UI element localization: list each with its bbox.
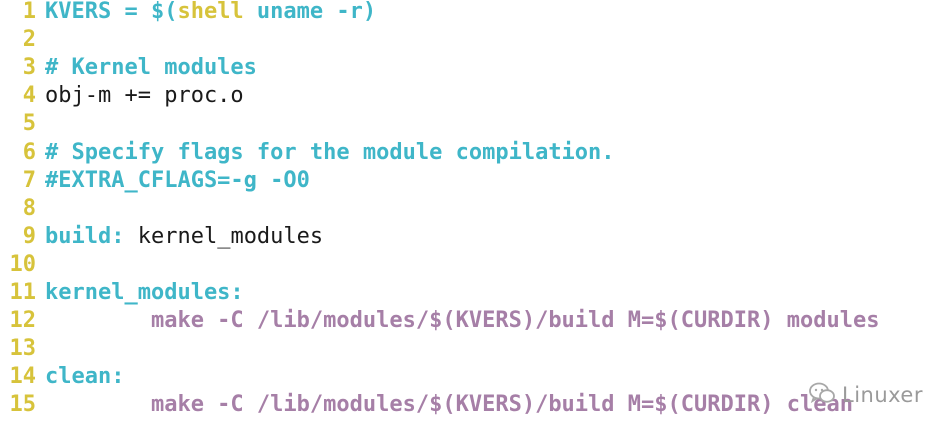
code-token: uname -r) xyxy=(243,0,377,24)
line-number: 8 xyxy=(22,195,36,221)
code-token: kernel_modules xyxy=(124,223,324,249)
code-text: #EXTRA_CFLAGS=-g -O0 xyxy=(45,168,310,193)
line-number: 1 xyxy=(22,0,36,24)
code-line[interactable]: 6 # Specify flags for the module compilat… xyxy=(0,139,615,167)
code-line[interactable]: 8 xyxy=(0,195,45,223)
code-text: kernel_modules: xyxy=(45,280,244,305)
code-line[interactable]: 2 xyxy=(0,26,45,54)
code-token: shell xyxy=(177,0,244,24)
code-text: KVERS = $(shell uname -r) xyxy=(45,0,376,24)
line-number: 9 xyxy=(22,223,36,249)
line-number: 10 xyxy=(9,251,37,277)
line-number: 6 xyxy=(22,139,36,165)
code-line[interactable]: 7 #EXTRA_CFLAGS=-g -O0 xyxy=(0,167,310,195)
code-line[interactable]: 9 build: kernel_modules xyxy=(0,223,323,251)
line-number: 4 xyxy=(22,83,36,109)
watermark-text: Linuxer xyxy=(842,383,923,407)
code-text: # Kernel modules xyxy=(45,55,257,80)
line-number: 13 xyxy=(9,336,37,362)
code-token: KVERS = $( xyxy=(45,0,178,24)
code-line[interactable]: 11 kernel_modules: xyxy=(0,279,244,307)
code-line[interactable]: 1 KVERS = $(shell uname -r) xyxy=(0,0,376,26)
code-text: clean: xyxy=(45,364,124,389)
code-token: #EXTRA_CFLAGS=-g -O0 xyxy=(45,167,310,193)
code-token: obj-m += proc.o xyxy=(45,83,244,109)
code-line[interactable]: 4 obj-m += proc.o xyxy=(0,82,244,110)
wechat-icon xyxy=(808,381,836,409)
code-line[interactable]: 10 xyxy=(0,251,45,279)
code-text: build: kernel_modules xyxy=(45,224,323,249)
code-text: make -C /lib/modules/$(KVERS)/build M=$(… xyxy=(45,392,853,417)
code-token: clean: xyxy=(45,364,125,390)
code-text: make -C /lib/modules/$(KVERS)/build M=$(… xyxy=(45,308,880,334)
watermark: Linuxer xyxy=(808,380,923,410)
line-number: 2 xyxy=(22,27,36,53)
line-number: 14 xyxy=(9,364,37,390)
line-number: 7 xyxy=(22,167,36,193)
code-line[interactable]: 5 xyxy=(0,110,45,138)
code-line[interactable]: 3 # Kernel modules xyxy=(0,54,257,82)
code-token: # Specify flags for the module compilati… xyxy=(45,139,615,165)
line-number: 3 xyxy=(22,55,36,81)
code-token: make -C /lib/modules/$(KVERS)/build M=$(… xyxy=(45,308,880,334)
line-number: 12 xyxy=(9,308,37,334)
code-line[interactable]: 13 xyxy=(0,335,45,363)
code-token: make -C /lib/modules/$(KVERS)/build M=$(… xyxy=(45,392,853,418)
code-line[interactable]: 15 make -C /lib/modules/$(KVERS)/build M… xyxy=(0,391,853,419)
code-line[interactable]: 12 make -C /lib/modules/$(KVERS)/build M… xyxy=(0,307,880,335)
line-number: 5 xyxy=(22,111,36,137)
line-number: 11 xyxy=(9,280,37,305)
code-text: obj-m += proc.o xyxy=(45,83,244,108)
line-number: 15 xyxy=(9,392,37,418)
code-token: # Kernel modules xyxy=(45,55,257,81)
code-token: build: xyxy=(45,223,125,249)
code-line[interactable]: 14 clean: xyxy=(0,363,125,391)
code-token: kernel_modules: xyxy=(45,280,244,305)
code-text: # Specify flags for the module compilati… xyxy=(45,140,615,165)
